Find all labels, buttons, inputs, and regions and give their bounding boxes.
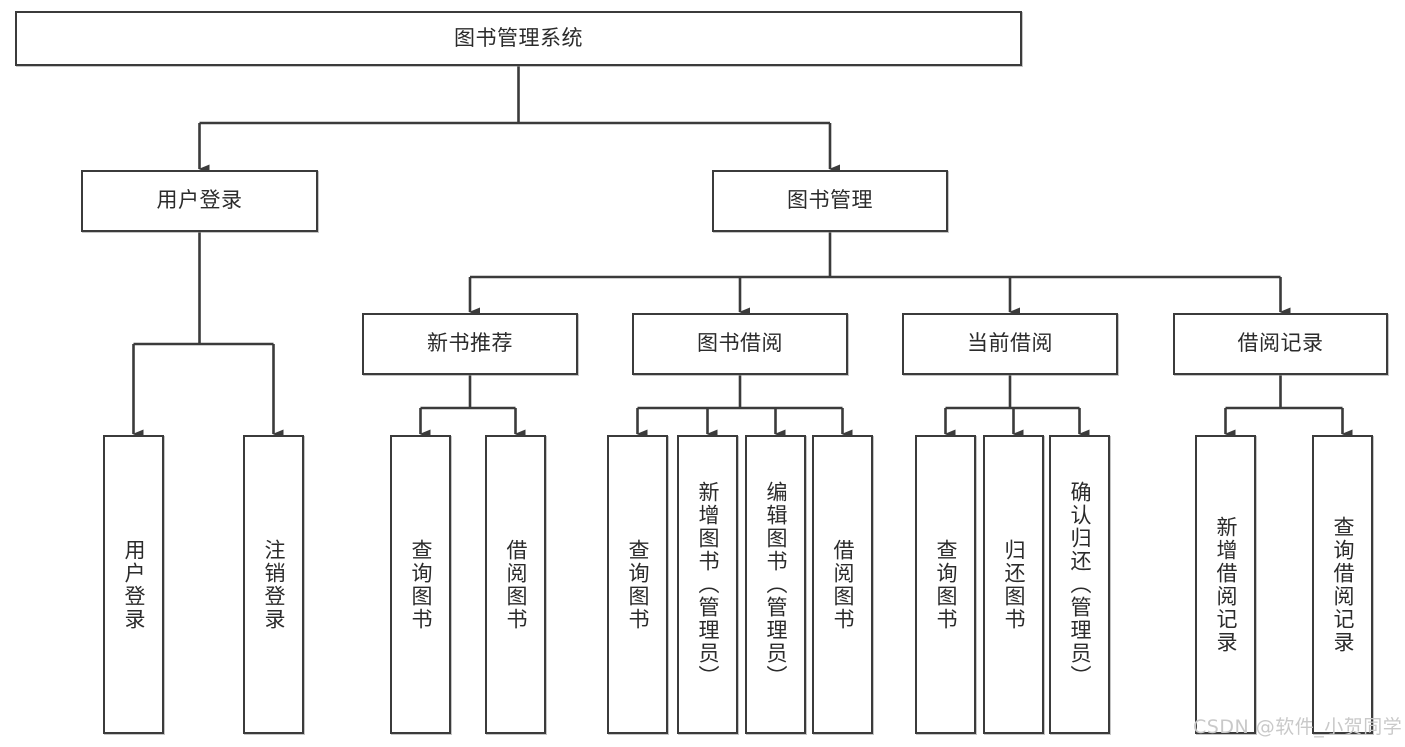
node-leaf-logout[interactable]: 注销登录 (243, 435, 304, 734)
node-leaf-re-2[interactable]: 查询借阅记录 (1312, 435, 1373, 734)
node-label-leaf-cu-3: 确认归还（管理员） (1068, 481, 1092, 688)
node-label-newbook: 新书推荐 (427, 331, 513, 356)
node-leaf-nb-2[interactable]: 借阅图书 (485, 435, 546, 734)
node-leaf-re-1[interactable]: 新增借阅记录 (1195, 435, 1256, 734)
node-leaf-login[interactable]: 用户登录 (103, 435, 164, 734)
node-records[interactable]: 借阅记录 (1173, 313, 1388, 375)
node-label-leaf-bo-4: 借阅图书 (831, 538, 855, 631)
node-label-leaf-cu-1: 查询图书 (934, 538, 958, 631)
node-label-login: 用户登录 (156, 188, 243, 213)
node-login[interactable]: 用户登录 (81, 170, 318, 232)
node-label-leaf-re-2: 查询借阅记录 (1331, 515, 1355, 654)
node-bookmgmt[interactable]: 图书管理 (712, 170, 948, 232)
node-current[interactable]: 当前借阅 (902, 313, 1118, 375)
node-label-leaf-nb-2: 借阅图书 (504, 538, 528, 631)
node-label-leaf-re-1: 新增借阅记录 (1214, 515, 1238, 654)
node-leaf-bo-1[interactable]: 查询图书 (607, 435, 668, 734)
node-label-leaf-cu-2: 归还图书 (1002, 538, 1026, 631)
node-label-root: 图书管理系统 (454, 25, 583, 50)
node-label-current: 当前借阅 (967, 331, 1053, 356)
node-label-bookmgmt: 图书管理 (787, 188, 873, 213)
node-leaf-nb-1[interactable]: 查询图书 (390, 435, 451, 734)
watermark-text: CSDN @软件_小贺同学 (1193, 716, 1403, 738)
node-newbook[interactable]: 新书推荐 (362, 313, 578, 375)
node-label-borrow: 图书借阅 (697, 331, 783, 356)
node-leaf-bo-3[interactable]: 编辑图书（管理员） (745, 435, 806, 734)
node-leaf-cu-3[interactable]: 确认归还（管理员） (1049, 435, 1110, 734)
edge-group (132, 66, 1353, 439)
node-borrow[interactable]: 图书借阅 (632, 313, 848, 375)
node-leaf-bo-2[interactable]: 新增图书（管理员） (677, 435, 738, 734)
node-label-leaf-nb-1: 查询图书 (409, 538, 433, 631)
node-leaf-cu-2[interactable]: 归还图书 (983, 435, 1044, 734)
node-leaf-bo-4[interactable]: 借阅图书 (812, 435, 873, 734)
node-label-leaf-bo-3: 编辑图书（管理员） (764, 481, 788, 688)
node-label-leaf-bo-1: 查询图书 (626, 538, 650, 631)
node-label-records: 借阅记录 (1237, 331, 1324, 356)
node-root[interactable]: 图书管理系统 (15, 11, 1022, 66)
node-label-leaf-login: 用户登录 (122, 538, 146, 631)
node-label-leaf-bo-2: 新增图书（管理员） (696, 481, 720, 688)
node-leaf-cu-1[interactable]: 查询图书 (915, 435, 976, 734)
node-label-leaf-logout: 注销登录 (262, 538, 286, 631)
